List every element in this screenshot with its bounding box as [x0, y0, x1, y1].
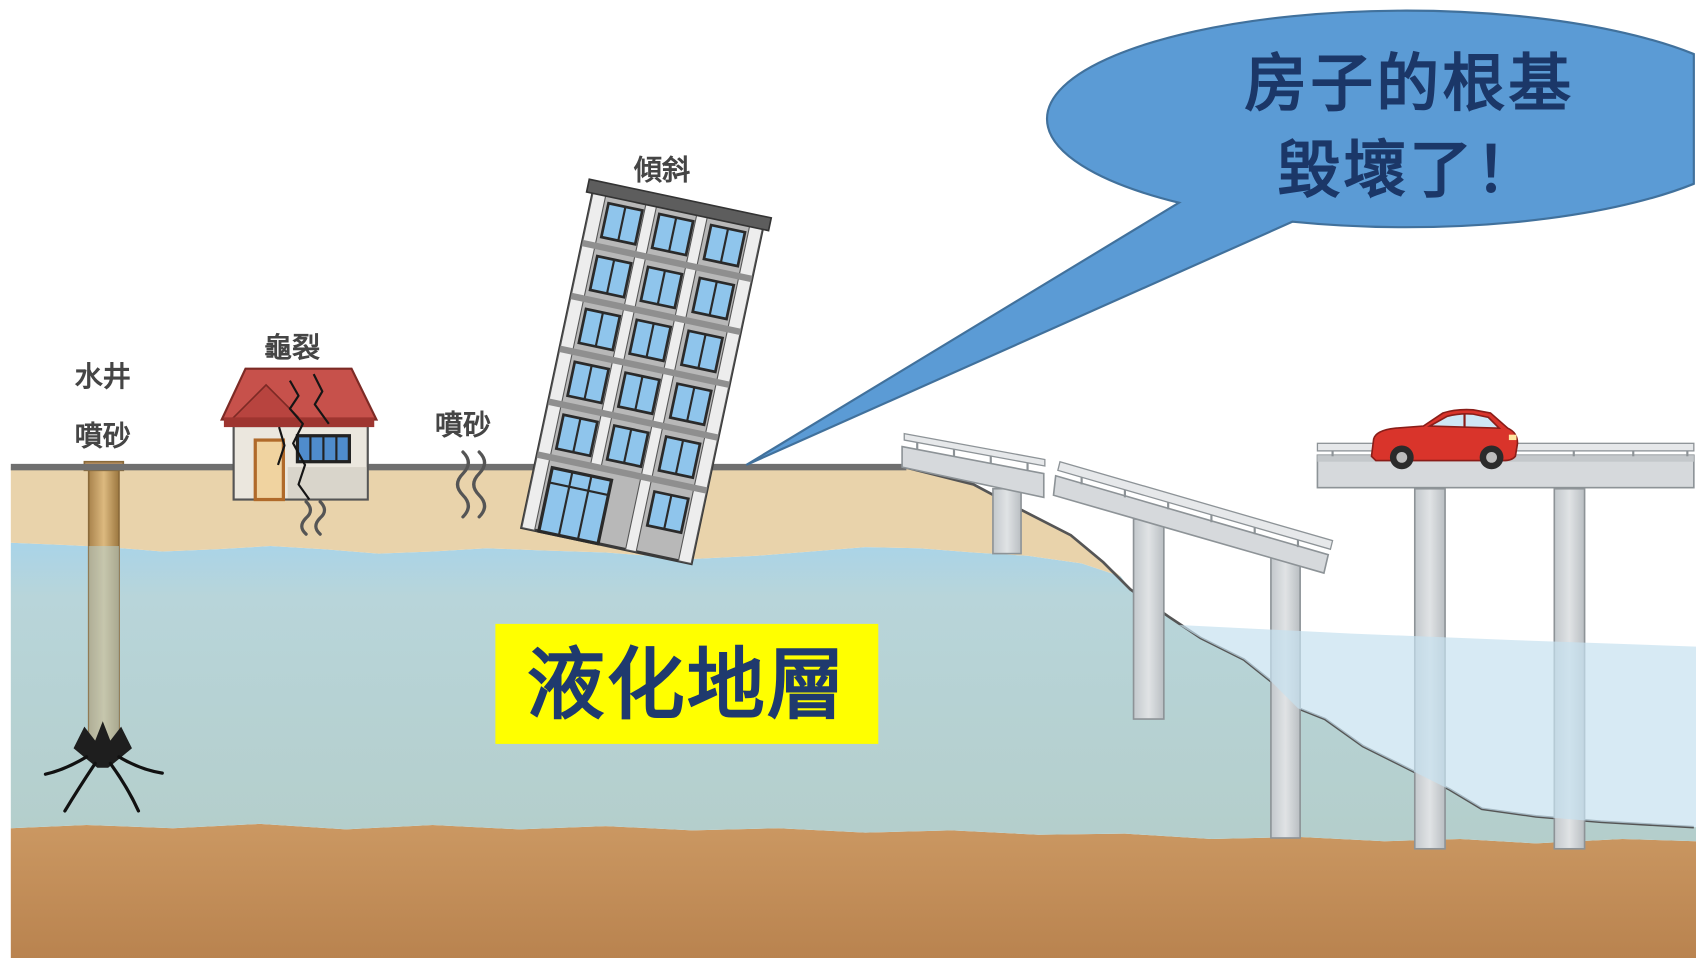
- building-tilt-label: 傾斜: [633, 153, 690, 186]
- bridge-deck: [901, 445, 1045, 499]
- bridge-deck: [1052, 474, 1330, 575]
- building-floor-band: [559, 345, 730, 388]
- house-crack-line: [288, 380, 311, 501]
- bridge-pillar: [1132, 518, 1165, 720]
- house-crack-label: 龜裂: [264, 331, 320, 364]
- bridge-pillar: [992, 487, 1022, 555]
- bridge-railing: [903, 432, 1046, 467]
- bedrock-layer: [10, 823, 1696, 958]
- building-window: [628, 318, 673, 363]
- house-roof-fascia: [223, 417, 375, 428]
- building-entrance-door: [536, 465, 614, 546]
- building-window: [680, 329, 724, 374]
- building-window: [650, 212, 695, 257]
- car: [1370, 408, 1519, 470]
- building-window: [639, 265, 684, 310]
- bridge-railing: [1057, 460, 1334, 551]
- well-sand-boil-label: 噴砂: [75, 419, 131, 452]
- building-window: [577, 307, 622, 352]
- building-floor-band: [547, 398, 719, 441]
- building-window: [605, 424, 650, 468]
- ground-sand-boil-icon: [455, 450, 487, 519]
- ground-surface-line: [10, 463, 907, 471]
- building-floor-band: [570, 292, 742, 336]
- layer-label: 液化地層: [527, 640, 847, 730]
- house-lower-wall: [287, 467, 367, 499]
- car-wheel-hub: [1486, 451, 1497, 463]
- house-crack-line: [312, 373, 330, 425]
- building-roof-cap: [585, 178, 773, 232]
- house-sand-boil-squiggle: [314, 500, 327, 536]
- cracked-house: [220, 367, 379, 536]
- building-window: [566, 360, 610, 405]
- tilted-building: [519, 178, 773, 566]
- car-headlight: [1508, 434, 1517, 441]
- water-well: [43, 460, 164, 813]
- collapsed-bridge-middle-segment: [1052, 460, 1334, 575]
- building-window: [554, 413, 599, 458]
- house-door: [253, 438, 286, 502]
- building-window: [691, 276, 736, 321]
- ground-sand-boil-label: 噴砂: [435, 409, 491, 442]
- house-sand-boil-squiggle: [300, 500, 313, 536]
- well-label: 水井: [75, 360, 131, 393]
- building-window: [617, 371, 661, 416]
- building-window: [645, 490, 690, 534]
- building-door-transom: [548, 481, 609, 497]
- river-water: [1178, 624, 1696, 828]
- building-floor-band: [536, 451, 708, 494]
- building-door-mullion: [576, 475, 593, 540]
- well-pipe-underwater-tint: [88, 546, 119, 747]
- speech-bubble-line-1: 房子的根基: [1244, 47, 1574, 120]
- building-window: [588, 254, 633, 299]
- building-floor-band: [581, 239, 753, 283]
- speech-bubble-line-2: 毀壞了！: [1277, 133, 1541, 206]
- speech-bubble: [745, 9, 1695, 466]
- car-wheel-hub: [1396, 451, 1408, 463]
- building-window: [657, 435, 702, 479]
- collapsed-bridge-left-segment: [901, 432, 1046, 499]
- well-sand-boil-burst-icon: [43, 721, 164, 813]
- building-window: [599, 201, 644, 246]
- building-window: [668, 382, 713, 427]
- layer-label-box: [495, 623, 879, 744]
- house-crack-line: [276, 426, 286, 466]
- building-window: [702, 223, 747, 268]
- building-door-mullion: [557, 471, 574, 536]
